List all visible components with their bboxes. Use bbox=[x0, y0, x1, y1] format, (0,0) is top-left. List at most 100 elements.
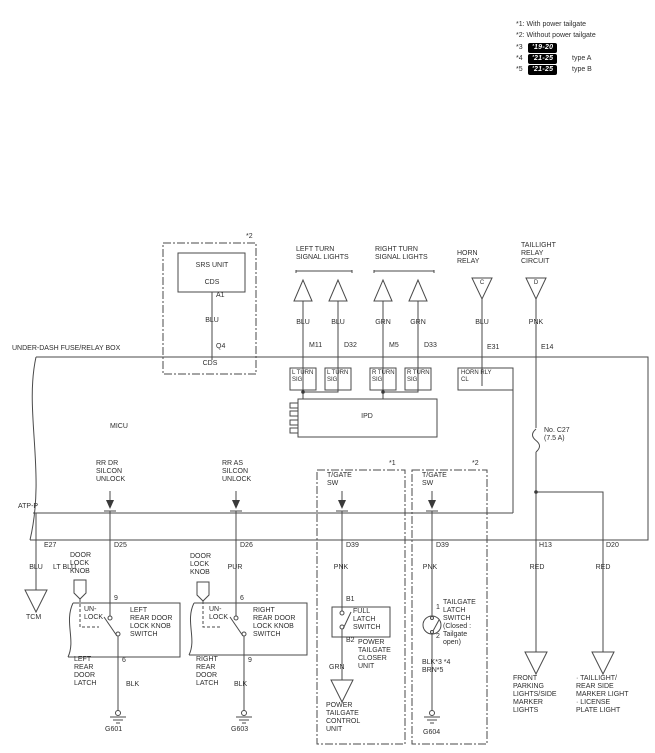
front-lights-triangle-icon bbox=[524, 651, 548, 676]
left-lock-knob-switch-label: LEFT REAR DOOR LOCK KNOB SWITCH bbox=[130, 607, 173, 638]
unlock-position-label: UN- LOCK bbox=[84, 606, 104, 621]
srs-dashed-box bbox=[162, 242, 257, 375]
pin-label-b2: B2 bbox=[346, 637, 355, 644]
wire-color-label: BLU bbox=[331, 319, 345, 326]
wire-color-label: PNK bbox=[422, 564, 438, 571]
wire-color-label: BLU bbox=[296, 319, 310, 326]
closer-unit-label: POWER TAILGATE CLOSER UNIT bbox=[358, 639, 391, 670]
ground-icon bbox=[429, 710, 435, 716]
connector-label-q4: Q4 bbox=[216, 343, 226, 350]
model-year-badge: '21-25 bbox=[528, 65, 558, 75]
door-lock-knob-label: DOOR LOCK KNOB bbox=[190, 553, 211, 576]
taillight-triangle-icon bbox=[591, 651, 615, 676]
wire-color-label: BLU bbox=[475, 319, 489, 326]
cds-label: CDS bbox=[202, 360, 218, 367]
switch-arm-icon bbox=[432, 619, 440, 632]
pin-function-label: L TURN SIG bbox=[327, 370, 349, 383]
unlock-position-label: UN- LOCK bbox=[209, 606, 229, 621]
right-turn-signal-label: RIGHT TURN SIGNAL LIGHTS bbox=[375, 246, 428, 261]
power-tailgate-control-unit-label: POWER TAILGATE CONTROL UNIT bbox=[326, 702, 361, 733]
fuse-c27-icon bbox=[532, 428, 540, 453]
fusebox-title: UNDER-DASH FUSE/RELAY BOX bbox=[12, 345, 121, 352]
micu-label: MICU bbox=[110, 423, 128, 430]
tcm-label: TCM bbox=[26, 614, 42, 621]
connector-label-d25: D25 bbox=[114, 542, 127, 549]
wire-color-label: RED bbox=[529, 564, 545, 571]
taillight-destination-label: · TAILLIGHT/ REAR SIDE MARKER LIGHT · LI… bbox=[576, 675, 629, 714]
pin-label-a1: A1 bbox=[216, 292, 225, 299]
connector-label-m11: M11 bbox=[309, 342, 323, 349]
connector-label-d33: D33 bbox=[424, 342, 437, 349]
wire-color-label: BLK bbox=[126, 681, 140, 688]
pin-label-1: 1 bbox=[436, 604, 440, 611]
front-parking-lights-label: FRONT PARKING LIGHTS/SIDE MARKER LIGHTS bbox=[513, 675, 557, 714]
switch-arm-icon bbox=[342, 611, 352, 630]
legend-note-3-prefix: *3 bbox=[516, 44, 523, 51]
switch-arm-icon bbox=[103, 616, 118, 637]
wire-color-label: RED bbox=[595, 564, 611, 571]
connector-label-h13: H13 bbox=[539, 542, 552, 549]
ground-label-g604: G604 bbox=[423, 729, 441, 736]
pin-function-label: L TURN SIG bbox=[292, 370, 314, 383]
ipd-box bbox=[289, 398, 438, 438]
door-lock-knob-icon bbox=[196, 581, 210, 602]
pin-label-6: 6 bbox=[122, 657, 126, 664]
model-year-badge: '19-20 bbox=[528, 43, 558, 53]
latch-switch-icon bbox=[422, 615, 442, 635]
tailgate-latch-branch bbox=[411, 469, 488, 745]
connector-label-e27: E27 bbox=[44, 542, 57, 549]
tailgate-latch-switch-label: TAILGATE LATCH SWITCH (Closed : Tailgate… bbox=[443, 599, 476, 646]
connector-label-m5: M5 bbox=[389, 342, 399, 349]
variant-flag-2: *2 bbox=[472, 460, 479, 467]
taillight-relay-label: TAILLIGHT RELAY CIRCUIT bbox=[521, 242, 556, 265]
legend-note-5-suffix: type B bbox=[572, 66, 592, 73]
signal-label-rr-dr: RR DR SILCON UNLOCK bbox=[96, 460, 126, 483]
pin-label-6: 6 bbox=[240, 595, 244, 602]
full-latch-switch-label: FULL LATCH SWITCH bbox=[353, 608, 381, 631]
ipd-label: IPD bbox=[361, 413, 373, 420]
taillight-relay-letter: D bbox=[533, 280, 539, 286]
pin-label-9: 9 bbox=[248, 657, 252, 664]
pin-function-label: R TURN SIG bbox=[372, 370, 395, 383]
srs-unit-label: SRS UNIT bbox=[195, 262, 229, 269]
connector-label-d39-a: D39 bbox=[346, 542, 359, 549]
wire-color-label: BLU bbox=[205, 317, 219, 324]
ground-label-g601: G601 bbox=[105, 726, 123, 733]
connector-label-d26: D26 bbox=[240, 542, 253, 549]
right-latch-assembly bbox=[188, 540, 308, 724]
wire-color-label: GRN bbox=[410, 319, 426, 326]
wire-color-label: PNK bbox=[333, 564, 349, 571]
connector-label-d20: D20 bbox=[606, 542, 619, 549]
model-year-badge: '21-25 bbox=[528, 54, 558, 64]
horn-relay-label: HORN RELAY bbox=[457, 250, 480, 265]
connector-label-e14: E14 bbox=[541, 344, 554, 351]
left-rear-door-latch-label: LEFT REAR DOOR LATCH bbox=[74, 656, 97, 687]
pin-function-label: R TURN SIG bbox=[407, 370, 430, 383]
right-rear-door-latch-label: RIGHT REAR DOOR LATCH bbox=[196, 656, 219, 687]
wire-color-label: PNK bbox=[528, 319, 544, 326]
ground-label-g603: G603 bbox=[231, 726, 249, 733]
pin-label-b1: B1 bbox=[346, 596, 355, 603]
turn-signal-arrow-icons bbox=[293, 270, 435, 399]
legend-note-4-prefix: *4 bbox=[516, 55, 523, 62]
control-unit-triangle-icon bbox=[330, 679, 354, 704]
wire-color-label: BRN*5 bbox=[422, 667, 444, 674]
signal-label-rr-as: RR AS SILCON UNLOCK bbox=[222, 460, 252, 483]
pin-label-9: 9 bbox=[114, 595, 118, 602]
horn-relay-letter: C bbox=[479, 280, 485, 286]
tcm-triangle-icon bbox=[24, 589, 48, 614]
wire-color-label: BLK*3 *4 bbox=[422, 659, 451, 666]
legend-note-2: *2: Without power tailgate bbox=[516, 32, 596, 39]
left-latch-assembly bbox=[67, 540, 181, 724]
legend-note-4-suffix: type A bbox=[572, 55, 592, 62]
signal-label-tgate-sw-2: T/GATE SW bbox=[422, 472, 447, 487]
signal-direction-arrows bbox=[104, 491, 438, 616]
variant-flag-1: *1 bbox=[389, 460, 396, 467]
wire-color-label: PUR bbox=[227, 564, 243, 571]
door-lock-knob-label: DOOR LOCK KNOB bbox=[70, 552, 91, 575]
relay-triangle-icons bbox=[471, 277, 604, 540]
tcm-branch bbox=[24, 513, 48, 614]
atpp-label: ATP-P bbox=[18, 503, 39, 510]
